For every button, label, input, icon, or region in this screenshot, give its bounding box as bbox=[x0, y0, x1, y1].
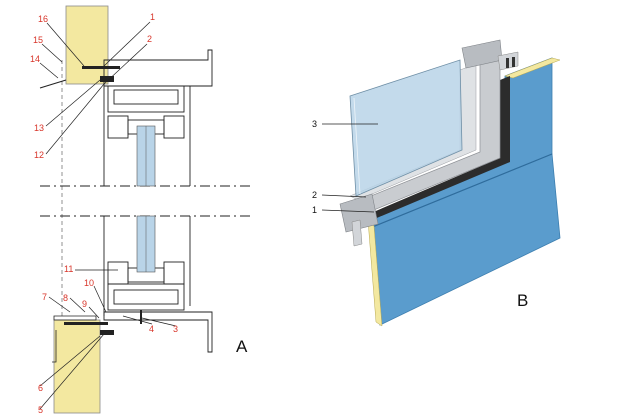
glass-pane bbox=[349, 59, 463, 197]
panel-edge-top bbox=[504, 57, 561, 79]
frame-top bbox=[103, 49, 213, 186]
callout-9: 9 bbox=[82, 299, 87, 309]
section-b-letter: B bbox=[517, 291, 528, 310]
frame-bottom bbox=[103, 216, 213, 353]
section-a-drawing: 16 1 15 2 14 13 12 11 10 7 8 9 4 3 6 5 A bbox=[30, 5, 250, 415]
anchor-top bbox=[82, 66, 120, 69]
anchor-bottom bbox=[64, 322, 108, 325]
leader-lines-b bbox=[321, 123, 378, 213]
sill-profile bbox=[339, 193, 379, 233]
insulation-top bbox=[65, 5, 109, 85]
callout-13: 13 bbox=[34, 123, 44, 133]
callout-11: 11 bbox=[64, 264, 73, 274]
callout-6: 6 bbox=[38, 383, 43, 393]
callout-b3: 3 bbox=[312, 119, 317, 129]
insulation-bottom bbox=[53, 319, 101, 414]
callout-4: 4 bbox=[149, 324, 154, 334]
callout-10: 10 bbox=[84, 278, 94, 288]
callout-12: 12 bbox=[34, 150, 44, 160]
dark-seal bbox=[364, 76, 510, 220]
section-a-letter: A bbox=[236, 337, 248, 356]
section-b-drawing: 3 2 1 B bbox=[312, 39, 561, 327]
leader-lines-a bbox=[39, 21, 177, 410]
callout-15: 15 bbox=[33, 35, 43, 45]
callout-1: 1 bbox=[150, 12, 155, 22]
callout-16: 16 bbox=[38, 14, 48, 24]
callout-3: 3 bbox=[173, 324, 178, 334]
callout-b1: 1 bbox=[312, 205, 317, 215]
callout-b2: 2 bbox=[312, 190, 317, 200]
callout-8: 8 bbox=[63, 293, 68, 303]
callout-5: 5 bbox=[38, 405, 43, 415]
callout-7: 7 bbox=[42, 292, 47, 302]
callout-2: 2 bbox=[147, 34, 152, 44]
callout-14: 14 bbox=[30, 54, 40, 64]
